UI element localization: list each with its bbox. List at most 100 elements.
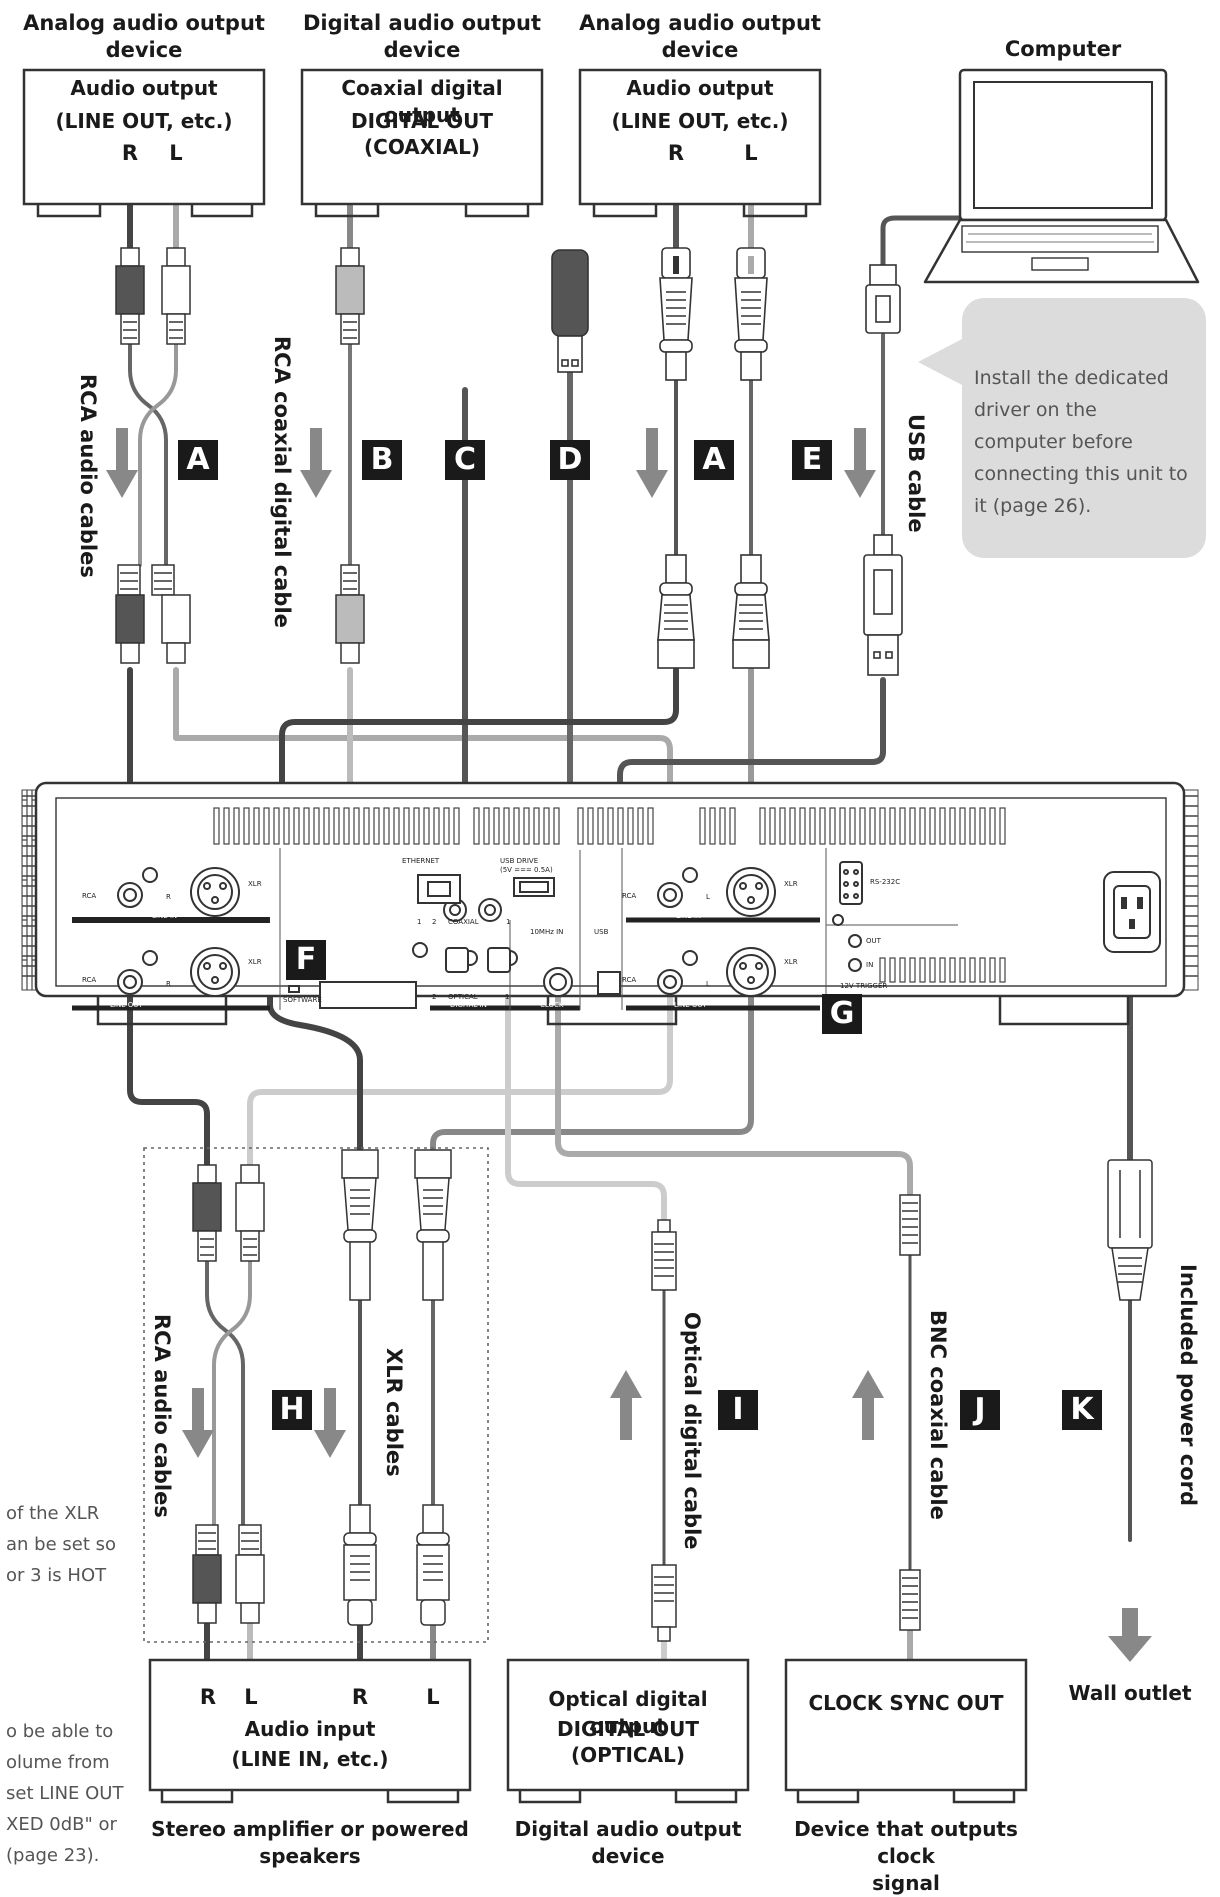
coax-cable-label: RCA coaxial digital cable	[270, 336, 294, 628]
analog-left-r-label: R	[121, 141, 139, 165]
optical-box-line2: DIGITAL OUT	[556, 1717, 700, 1741]
analog-right-r-label: R	[667, 141, 685, 165]
badge-k: K	[1062, 1390, 1102, 1430]
panel-rca-in-l: RCA	[82, 892, 97, 900]
direction-arrows	[106, 428, 1152, 1662]
analog-left-l-label: L	[169, 141, 183, 165]
panel-usb: USB	[594, 928, 609, 936]
badge-e: E	[792, 440, 832, 480]
panel-xlr-in-l: XLR	[248, 880, 262, 888]
rca-top-cable-label: RCA audio cables	[76, 374, 100, 578]
panel-usb-drive-spec: (5V === 0.5A)	[500, 866, 553, 874]
amp-box-line1: Audio input	[244, 1717, 376, 1741]
analog-right-l-label: L	[744, 141, 758, 165]
wall-outlet-caption: Wall outlet	[1068, 1681, 1192, 1705]
side-text-2d: XED 0dB" or	[6, 1814, 117, 1835]
panel-num-1c: 1	[506, 918, 511, 926]
panel-line-out-r: LINE OUT	[674, 1001, 707, 1009]
rca-cable-h-2	[212, 1258, 252, 1527]
badge-a-rca: A	[178, 440, 218, 480]
panel-ch-r-in: R	[166, 893, 171, 901]
driver-note: Install the dedicated driver on the comp…	[962, 298, 1206, 558]
panel-xlr-out-r: XLR	[784, 958, 798, 966]
wire-lineout-r-xlr	[267, 987, 363, 1153]
panel-line-in-l: LINE IN	[152, 912, 178, 920]
badge-a-xlr: A	[694, 440, 734, 480]
xlr-cable-label: XLR cables	[382, 1348, 406, 1477]
panel-num-1b: 1	[505, 993, 510, 1001]
wire-optical-in	[505, 987, 667, 1223]
panel-out: OUT	[866, 937, 881, 945]
badge-b: B	[362, 440, 402, 480]
panel-line-in-r: LINE IN	[676, 912, 702, 920]
panel-rca-out-r: RCA	[622, 976, 637, 984]
side-text-2e: (page 23).	[6, 1845, 100, 1866]
digital-top-box-line2: DIGITAL OUT	[350, 109, 494, 133]
badge-j: J	[960, 1390, 1000, 1430]
side-text-2a: o be able to	[6, 1721, 114, 1742]
panel-num-2a: 2	[432, 918, 437, 926]
panel-rs232c: RS-232C	[870, 878, 901, 886]
xlr-plugs-top	[657, 247, 770, 669]
device-box-frames	[22, 68, 1028, 1804]
usb-cable-plugs	[863, 264, 903, 676]
rear-panel	[21, 781, 1199, 1026]
panel-optical: OPTICAL	[448, 993, 478, 1001]
power-cable-label: Included power cord	[1176, 1264, 1200, 1507]
badge-i: I	[718, 1390, 758, 1430]
wire-lineout-l-rca	[247, 992, 673, 1168]
panel-software: SOFTWARE	[283, 996, 322, 1004]
panel-ch-l-out: L	[706, 980, 710, 988]
panel-digital-in: DIGITAL IN	[450, 1001, 487, 1009]
panel-line-out-l: LINE OUT	[110, 1001, 143, 1009]
panel-coaxial: COAXIAL	[448, 918, 479, 926]
wire-lineout-l-xlr	[430, 992, 754, 1153]
amp-r2-label: R	[351, 1685, 369, 1709]
computer-title: Computer	[1004, 37, 1122, 61]
panel-rca-out-l: RCA	[82, 976, 97, 984]
rca-plugs-top	[115, 247, 365, 664]
side-text-1b: an be set so	[6, 1534, 117, 1555]
optical-box-line1: Optical digital output	[548, 1687, 708, 1738]
laptop-icon	[923, 68, 1200, 284]
wire-lineout-r-rca	[127, 987, 210, 1168]
badge-g: G	[822, 994, 862, 1034]
amp-r1-label: R	[199, 1685, 217, 1709]
badge-h: H	[272, 1390, 312, 1430]
panel-clock: CLOCK	[540, 1001, 564, 1009]
clock-box-line1: CLOCK SYNC OUT	[808, 1691, 1004, 1715]
panel-ch-r-out: R	[166, 980, 171, 988]
plugs-bottom	[192, 1149, 1153, 1642]
rca-cable-h	[205, 1258, 245, 1527]
bnc-cable-label: BNC coaxial cable	[926, 1310, 950, 1520]
rca-cable-a-2	[138, 343, 178, 567]
amp-l1-label: L	[244, 1685, 258, 1709]
panel-in: IN	[866, 961, 874, 969]
wire-usb-computer	[880, 215, 963, 268]
panel-xlr-in-r: XLR	[784, 880, 798, 888]
usb-cable-label: USB cable	[904, 414, 928, 533]
analog-left-box-line1: Audio output	[70, 76, 218, 100]
panel-trigger: 12V TRIGGER	[840, 982, 888, 990]
panel-num-1a: 1	[417, 918, 422, 926]
panel-clock-in: 10MHz IN	[530, 928, 564, 936]
side-text-1a: of the XLR	[6, 1503, 100, 1524]
panel-xlr-out-l: XLR	[248, 958, 262, 966]
amp-l2-label: L	[426, 1685, 440, 1709]
badge-c: C	[445, 440, 485, 480]
wire-a-l-to-unit	[173, 667, 673, 898]
wire-clock-in	[555, 987, 913, 1198]
digital-top-box-line1: Coaxial digital output	[341, 76, 503, 127]
note-tail	[918, 338, 964, 386]
optical-cable-label: Optical digital cable	[680, 1312, 704, 1550]
analog-left-box-line2: (LINE OUT, etc.)	[55, 109, 233, 133]
badge-d: D	[550, 440, 590, 480]
